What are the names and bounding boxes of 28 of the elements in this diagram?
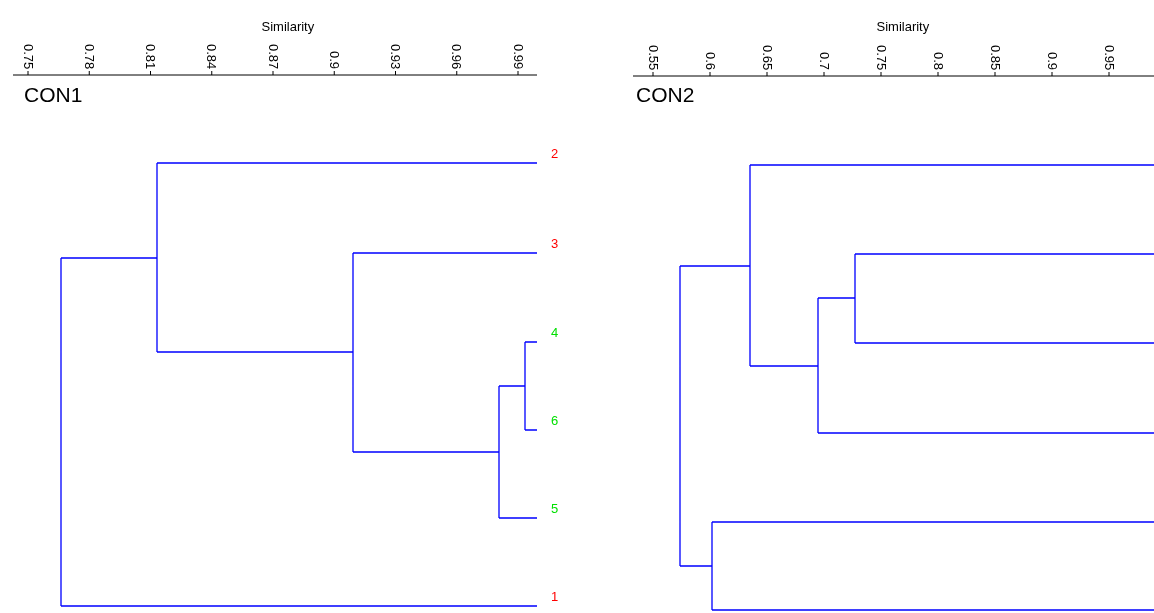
tick-label: 0.8	[931, 52, 945, 71]
tick-label: 0.6	[703, 52, 717, 71]
tick-label: 0.7	[817, 52, 831, 71]
tick-label: 0.9	[327, 51, 341, 70]
tick-label: 0.75	[874, 45, 888, 71]
tick-label: 0.95	[1102, 45, 1116, 71]
leaf-label: 4	[551, 326, 559, 339]
tick-label: 0.55	[646, 45, 660, 71]
tick-label: 0.87	[266, 44, 280, 70]
tick-label: 0.75	[21, 44, 35, 70]
axis-title: Similarity	[876, 20, 930, 33]
tick-label: 0.84	[205, 44, 219, 70]
tick-label: 0.93	[389, 44, 402, 70]
tick-label: 0.96	[450, 44, 464, 70]
panel-title: CON1	[24, 84, 83, 105]
leaf-label: 5	[551, 502, 559, 515]
axis-title: Similarity	[261, 20, 315, 33]
tick-label: 0.65	[760, 45, 774, 71]
tick-label: 0.85	[988, 45, 1002, 71]
leaf-label: 6	[551, 414, 559, 427]
leaf-label: 2	[551, 147, 559, 160]
tick-label: 0.99	[511, 44, 525, 70]
panel-title: CON2	[636, 84, 695, 105]
tick-label: 0.9	[1045, 52, 1059, 71]
leaf-label: 1	[551, 590, 559, 603]
leaf-label: 3	[551, 237, 559, 250]
tick-label: 0.81	[144, 44, 157, 70]
tick-label: 0.78	[82, 44, 96, 70]
